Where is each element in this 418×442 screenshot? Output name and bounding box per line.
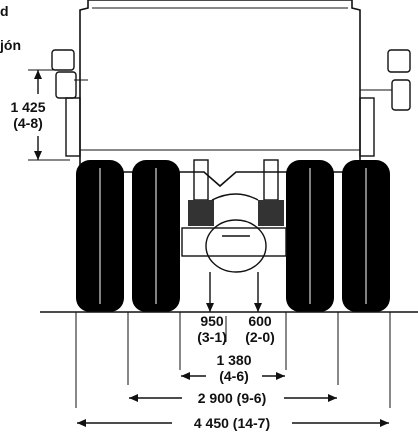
right-mirror xyxy=(360,49,411,111)
inner-track-dimension xyxy=(181,372,285,380)
right-side-frame xyxy=(359,97,375,157)
height-dimension xyxy=(28,69,70,161)
inner-track-mm-label: 1 380 xyxy=(216,352,251,368)
height-mm-label: 1 425 xyxy=(10,99,45,115)
left-suspension xyxy=(188,159,214,226)
left-side-frame xyxy=(65,97,81,157)
corner-label-line2: jón xyxy=(0,37,21,53)
overall-width-label: 4 450 (14-7) xyxy=(194,415,270,431)
axle-clearance-mm-label: 600 xyxy=(248,313,272,329)
overall-width-dimension xyxy=(77,419,389,427)
height-ftin-label: (4-8) xyxy=(13,115,43,131)
differential-housing xyxy=(181,193,287,273)
track-width-dimension xyxy=(129,394,337,402)
right-suspension xyxy=(258,159,284,226)
track-width-label: 2 900 (9-6) xyxy=(198,390,266,406)
ground-clearance-ftin-label: (3-1) xyxy=(197,329,227,345)
corner-label-line1: d xyxy=(0,3,9,19)
inner-track-ftin-label: (4-6) xyxy=(219,368,249,384)
axle-clearance-ftin-label: (2-0) xyxy=(245,329,275,345)
dump-body xyxy=(79,0,361,188)
ground-clearance-mm-label: 950 xyxy=(200,313,224,329)
